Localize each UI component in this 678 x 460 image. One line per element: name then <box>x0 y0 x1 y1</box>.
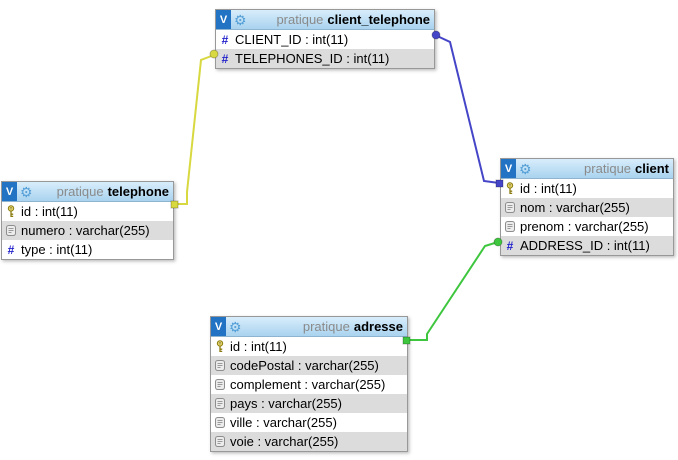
relation-line-client-telephone-to-telephone[interactable] <box>174 54 215 205</box>
column-row-complement[interactable]: complement : varchar(255) <box>211 375 407 394</box>
view-toggle-icon[interactable]: V <box>501 159 516 178</box>
numeric-column-icon: # <box>506 238 514 253</box>
column-row-telephones-id[interactable]: # TELEPHONES_ID : int(11) <box>216 49 434 68</box>
column-label: CLIENT_ID : int(11) <box>235 32 349 47</box>
column-label: complement : varchar(255) <box>230 377 386 392</box>
column-list: id : int(11) codePostal : varchar(255) c… <box>211 337 407 451</box>
text-column-icon <box>213 360 227 371</box>
text-column-icon <box>213 398 227 409</box>
text-column-icon <box>503 202 517 213</box>
column-row-type[interactable]: # type : int(11) <box>2 240 173 259</box>
primary-key-icon <box>4 205 18 218</box>
column-row-codepostal[interactable]: codePostal : varchar(255) <box>211 356 407 375</box>
view-toggle-icon[interactable]: V <box>211 317 226 336</box>
database-name: pratique <box>276 12 324 27</box>
text-column-icon <box>213 417 227 428</box>
column-label: id : int(11) <box>230 339 287 354</box>
column-row-nom[interactable]: nom : varchar(255) <box>501 198 673 217</box>
column-label: id : int(11) <box>520 181 577 196</box>
table-options-gear-icon[interactable]: ⚙ <box>519 160 532 177</box>
column-row-id[interactable]: id : int(11) <box>501 179 673 198</box>
database-name: pratique <box>584 161 632 176</box>
column-row-prenom[interactable]: prenom : varchar(255) <box>501 217 673 236</box>
column-label: id : int(11) <box>21 204 78 219</box>
numeric-column-icon: # <box>221 51 229 66</box>
column-label: voie : varchar(255) <box>230 434 339 449</box>
column-list: id : int(11) numero : varchar(255) # typ… <box>2 202 173 259</box>
column-row-client-id[interactable]: # CLIENT_ID : int(11) <box>216 30 434 49</box>
column-label: pays : varchar(255) <box>230 396 342 411</box>
column-list: id : int(11) nom : varchar(255) prenom :… <box>501 179 673 255</box>
view-toggle-icon[interactable]: V <box>216 10 231 29</box>
column-label: numero : varchar(255) <box>21 223 150 238</box>
table-options-gear-icon[interactable]: ⚙ <box>20 183 33 200</box>
column-row-ville[interactable]: ville : varchar(255) <box>211 413 407 432</box>
database-name: pratique <box>56 184 104 199</box>
relation-line-client-telephone-to-client[interactable] <box>434 34 500 184</box>
table-options-gear-icon[interactable]: ⚙ <box>229 318 242 335</box>
column-label: type : int(11) <box>21 242 93 257</box>
column-row-address-id[interactable]: # ADDRESS_ID : int(11) <box>501 236 673 255</box>
table-options-gear-icon[interactable]: ⚙ <box>234 11 247 28</box>
table-name: client <box>635 161 669 176</box>
table-name: client_telephone <box>327 12 430 27</box>
column-label: codePostal : varchar(255) <box>230 358 379 373</box>
column-row-numero[interactable]: numero : varchar(255) <box>2 221 173 240</box>
column-row-id[interactable]: id : int(11) <box>211 337 407 356</box>
text-column-icon <box>213 436 227 447</box>
text-column-icon <box>503 221 517 232</box>
column-row-voie[interactable]: voie : varchar(255) <box>211 432 407 451</box>
primary-key-icon <box>503 182 517 195</box>
column-label: nom : varchar(255) <box>520 200 630 215</box>
column-row-pays[interactable]: pays : varchar(255) <box>211 394 407 413</box>
relation-line-client-to-adresse[interactable] <box>409 241 499 341</box>
text-column-icon <box>4 225 18 236</box>
view-toggle-icon[interactable]: V <box>2 182 17 201</box>
column-row-id[interactable]: id : int(11) <box>2 202 173 221</box>
column-label: prenom : varchar(255) <box>520 219 649 234</box>
numeric-column-icon: # <box>221 32 229 47</box>
column-label: ADDRESS_ID : int(11) <box>520 238 650 253</box>
column-list: # CLIENT_ID : int(11) # TELEPHONES_ID : … <box>216 30 434 68</box>
table-name: telephone <box>107 184 169 199</box>
numeric-column-icon: # <box>7 242 15 257</box>
table-name: adresse <box>353 319 403 334</box>
column-label: ville : varchar(255) <box>230 415 337 430</box>
database-name: pratique <box>302 319 350 334</box>
text-column-icon <box>213 379 227 390</box>
primary-key-icon <box>213 340 227 353</box>
column-label: TELEPHONES_ID : int(11) <box>235 51 390 66</box>
